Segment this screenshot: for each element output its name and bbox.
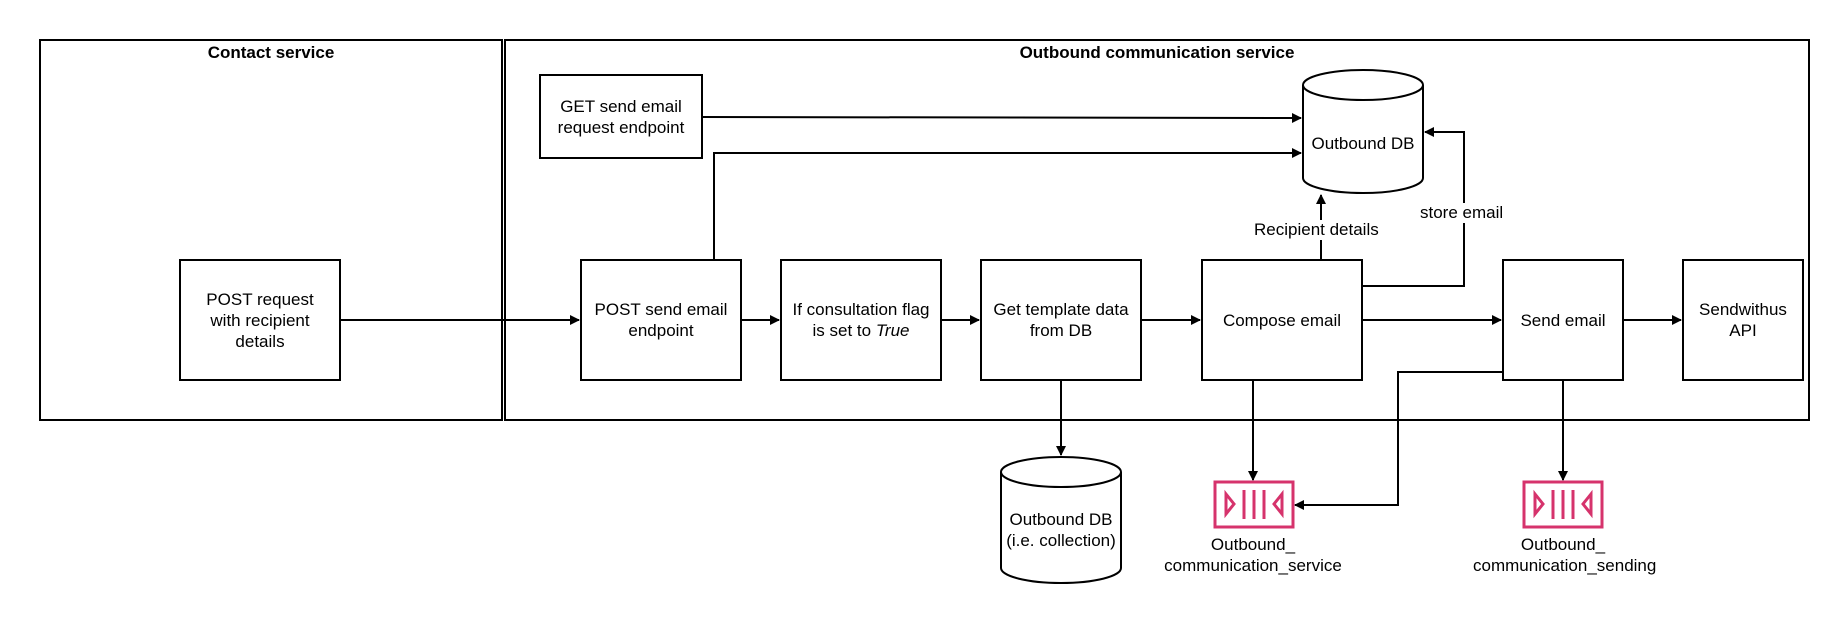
template-label: Get template data from DB bbox=[993, 300, 1129, 340]
sendwithus-box bbox=[1682, 259, 1804, 381]
post-request-box bbox=[179, 259, 341, 381]
post-endpoint-label: POST send email endpoint bbox=[594, 300, 728, 340]
consultation-label: If consultation flag is set to True bbox=[787, 260, 935, 380]
store-email-label: store email bbox=[1418, 203, 1506, 223]
send-box bbox=[1502, 259, 1624, 381]
consultation-box bbox=[780, 259, 942, 381]
post-request-label: POST request with recipient details bbox=[206, 289, 314, 351]
consultation-text: If consultation flag is set to bbox=[792, 300, 930, 340]
queue-sending-label: Outbound_ communication_sending bbox=[1473, 535, 1657, 575]
send-label: Send email bbox=[1520, 310, 1606, 330]
queue-service-icon bbox=[1213, 480, 1295, 529]
edge-send-to-queue-service bbox=[1294, 371, 1503, 510]
outbound-db-collection-cylinder bbox=[1000, 456, 1122, 584]
compose-label: Compose email bbox=[1222, 310, 1342, 330]
compose-box bbox=[1201, 259, 1363, 381]
queue-sending-icon bbox=[1522, 480, 1604, 529]
edge-post-to-db bbox=[713, 148, 1302, 260]
recipient-details-label: Recipient details bbox=[1252, 220, 1381, 240]
contact-service-title: Contact service bbox=[207, 43, 335, 62]
contact-service-container bbox=[39, 39, 503, 421]
get-endpoint-label: GET send email request endpoint bbox=[557, 96, 685, 137]
outbound-service-container bbox=[504, 39, 1810, 421]
outbound-service-title: Outbound communication service bbox=[1019, 43, 1295, 62]
outbound-db-collection-label: Outbound DB (i.e. collection) bbox=[1006, 510, 1116, 550]
outbound-db-label: Outbound DB bbox=[1311, 133, 1415, 153]
get-endpoint-box bbox=[539, 74, 703, 159]
template-box bbox=[980, 259, 1142, 381]
post-endpoint-box bbox=[580, 259, 742, 381]
sendwithus-label: Sendwithus API bbox=[1699, 300, 1787, 340]
edge-get-to-db bbox=[701, 112, 1302, 123]
queue-service-label: Outbound_ communication_service bbox=[1164, 535, 1342, 575]
consultation-value: True bbox=[875, 321, 910, 340]
outbound-db-cylinder bbox=[1302, 69, 1424, 194]
